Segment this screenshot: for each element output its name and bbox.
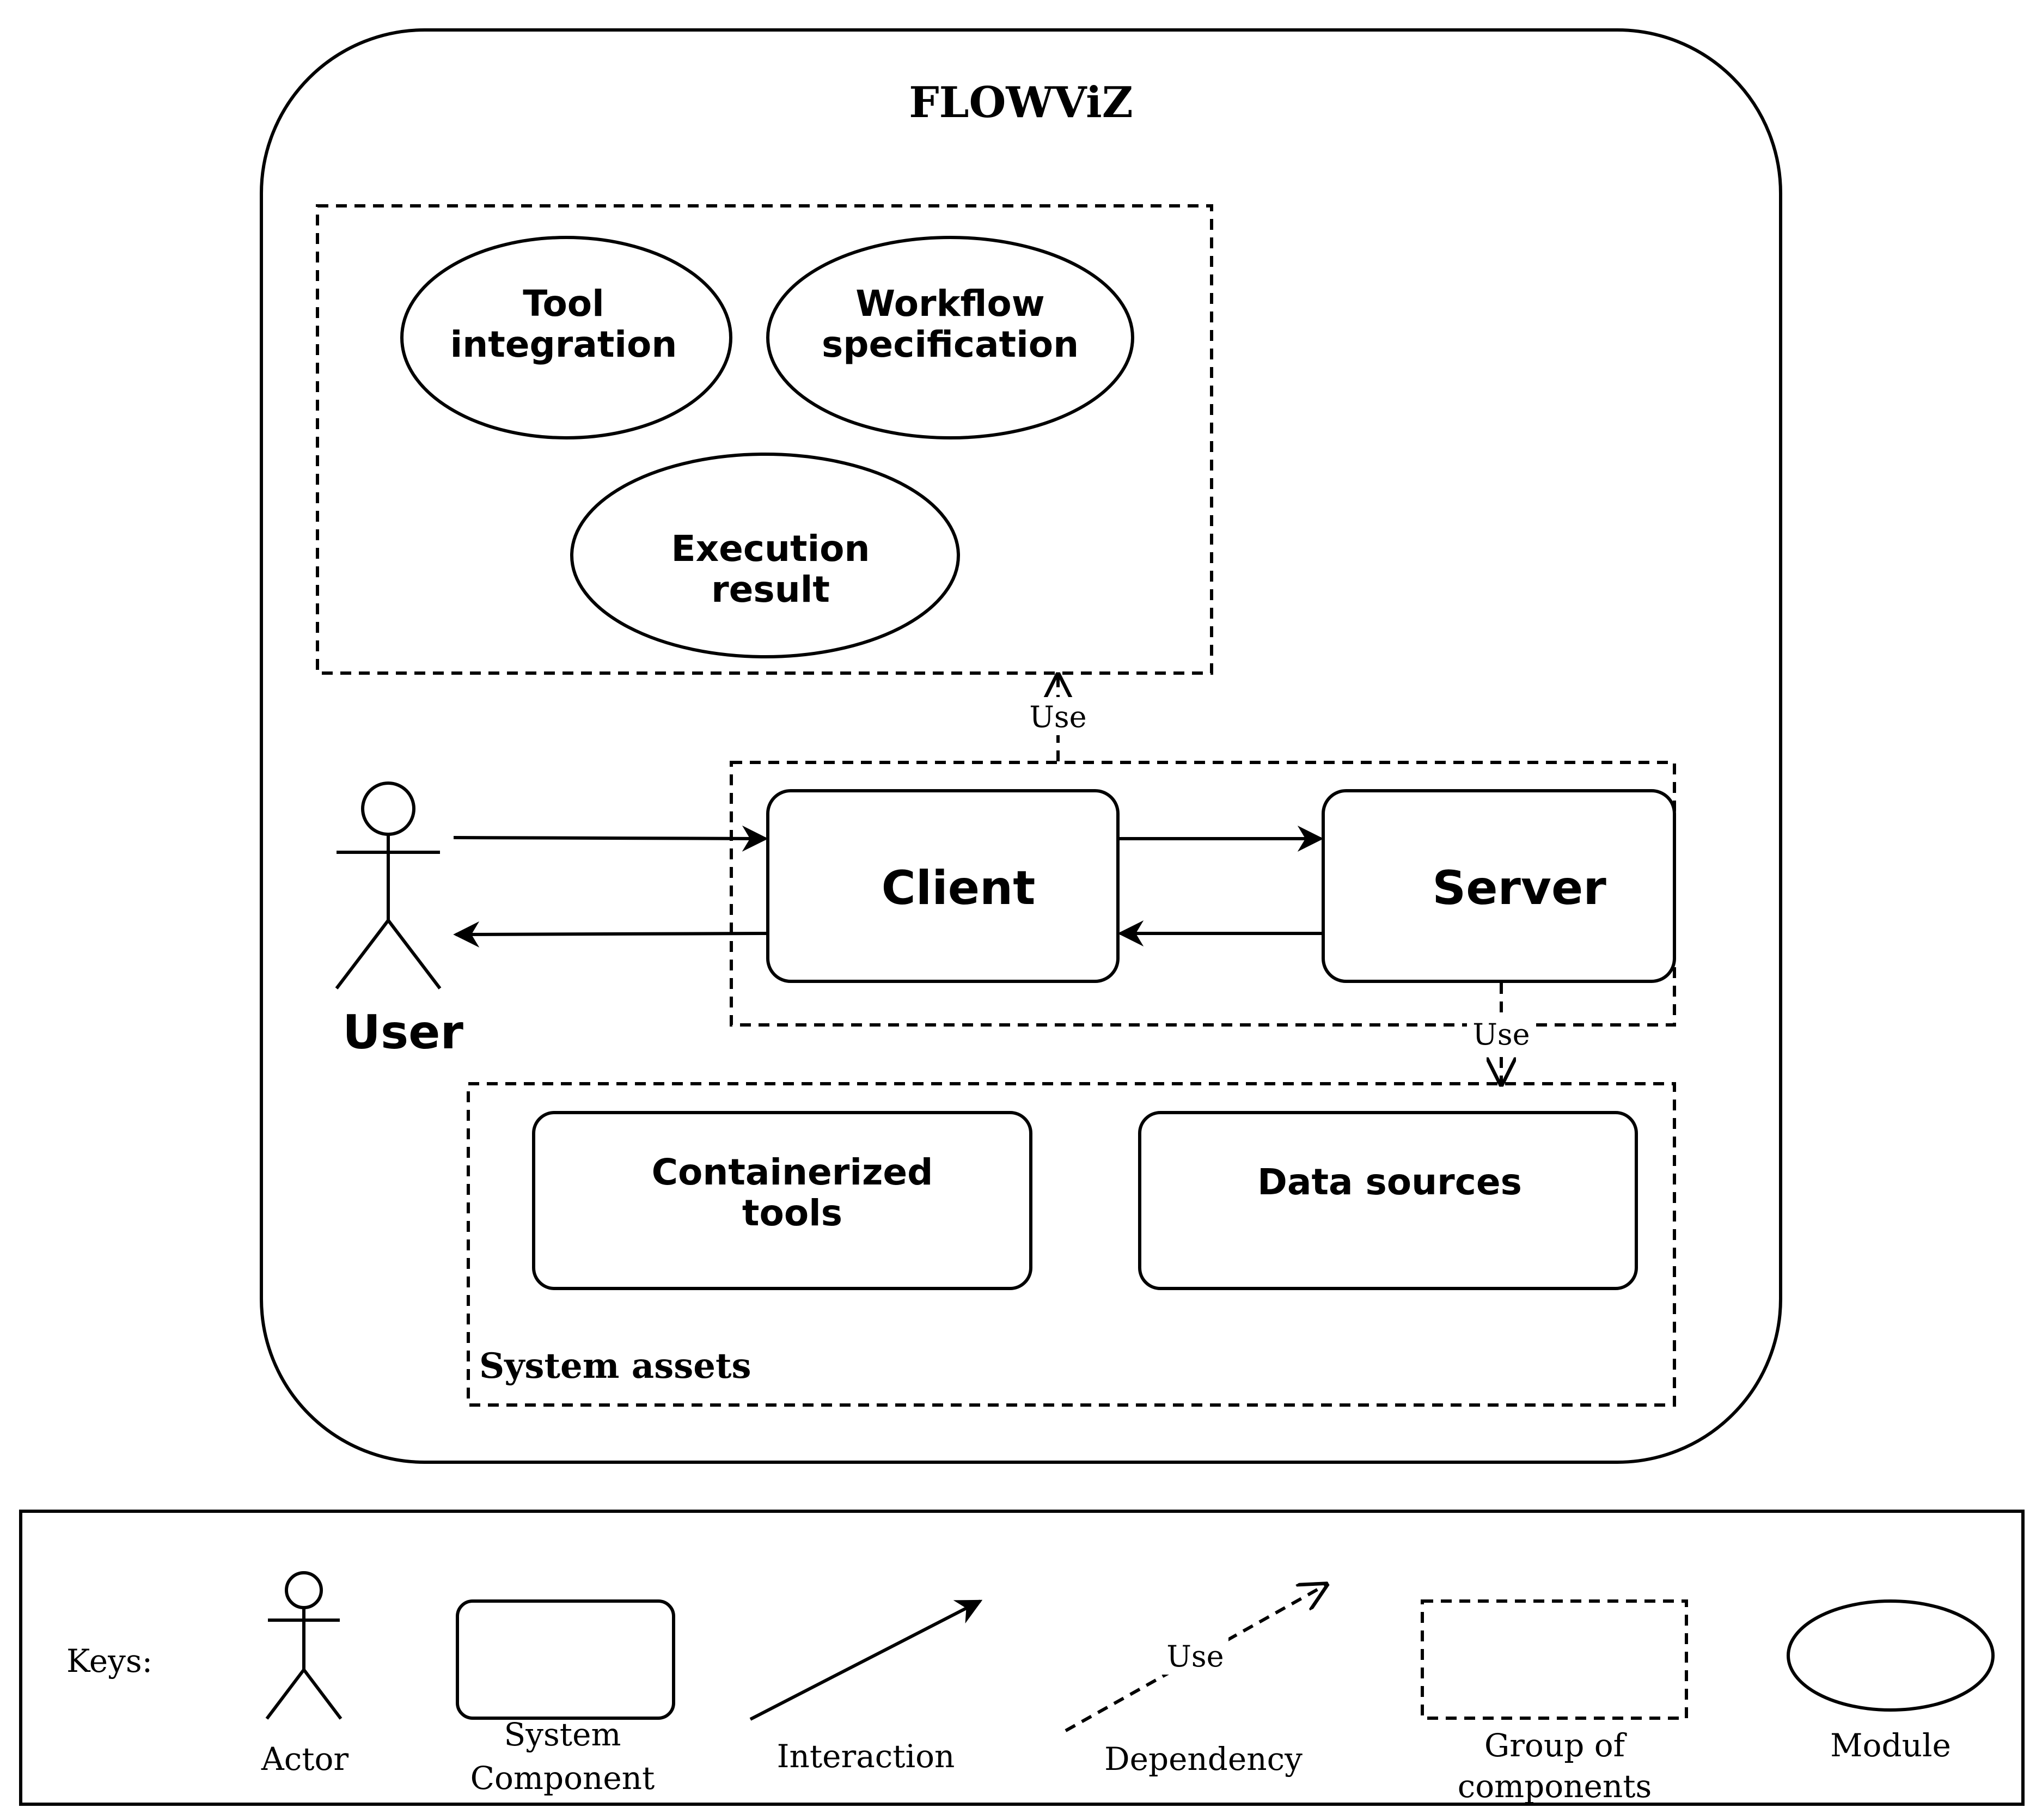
legend-interaction-label: Interaction <box>777 1738 955 1775</box>
legend-module-label: Module <box>1830 1727 1951 1764</box>
legend-system-component-icon <box>456 1599 675 1720</box>
module-tool-integration-line2: integration <box>450 323 677 365</box>
data-sources-component: Data sources <box>1138 1111 1638 1290</box>
server-label: Server <box>1432 861 1606 915</box>
legend-system-component-line1: System <box>504 1716 621 1753</box>
system-title: FLOWViZ <box>909 78 1133 127</box>
legend-box <box>19 1510 2025 1806</box>
legend-heading: Keys: <box>66 1642 152 1679</box>
system-assets-label: System assets <box>479 1346 751 1387</box>
user-actor <box>335 781 442 990</box>
legend-interaction-arrow-icon <box>749 1599 983 1721</box>
legend-actor-label: Actor <box>261 1740 349 1778</box>
containerized-tools-line2: tools <box>742 1192 842 1234</box>
legend-dependency-use-label: Use <box>1166 1639 1224 1674</box>
dependency-label-bottom: Use <box>1472 1017 1530 1052</box>
interaction-client-to-user <box>453 921 768 948</box>
containerized-tools-line1: Containerized <box>652 1151 933 1193</box>
containerized-tools-component: Containerized tools <box>532 1111 1032 1290</box>
module-workflow-specification-line2: specification <box>822 323 1079 365</box>
legend-module-icon <box>1787 1599 1995 1712</box>
legend-group-icon <box>1421 1599 1688 1720</box>
modules-group <box>316 204 1213 675</box>
client-component: Client <box>766 789 1120 983</box>
module-execution-result-line1: Execution <box>671 528 870 570</box>
legend-group-line1: Group of <box>1484 1727 1627 1764</box>
legend-group-line2: components <box>1458 1768 1652 1805</box>
data-sources-label: Data sources <box>1257 1161 1522 1203</box>
legend-system-component-line2: Component <box>470 1760 655 1797</box>
server-component: Server <box>1322 789 1676 983</box>
interaction-user-to-client <box>453 825 768 852</box>
dependency-label-top: Use <box>1029 700 1086 734</box>
module-execution-result-line2: result <box>711 569 830 610</box>
user-actor-icon <box>361 781 415 836</box>
module-workflow-specification-line1: Workflow <box>855 283 1044 325</box>
module-tool-integration-line1: Tool <box>523 283 604 325</box>
system-assets-group <box>467 1082 1676 1407</box>
module-execution-result: Execution result <box>570 453 960 658</box>
user-label: User <box>343 1005 463 1060</box>
module-workflow-specification: Workflow specification <box>766 236 1134 439</box>
client-label: Client <box>882 861 1036 915</box>
legend-dependency-label: Dependency <box>1104 1740 1303 1778</box>
system-boundary <box>260 28 1782 1464</box>
module-tool-integration: Tool integration <box>400 236 732 439</box>
legend-actor-icon <box>265 1571 343 1720</box>
